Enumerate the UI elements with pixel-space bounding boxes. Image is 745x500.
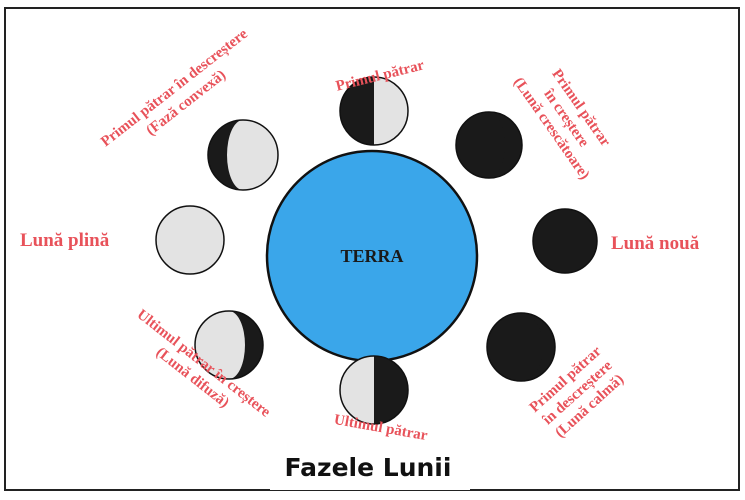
moon-ultimul-patrar-crestere xyxy=(194,310,264,380)
diagram-title: Fazele Lunii xyxy=(285,453,452,482)
moon-primul-patrar-crestere xyxy=(455,111,523,179)
label-luna-plina: Lună plină xyxy=(20,230,110,251)
moon-primul-patrar-descrestere-calma xyxy=(486,312,556,382)
moon-primul-patrar xyxy=(339,76,409,146)
moon-primul-patrar-descrestere-convexa xyxy=(207,119,279,191)
moon-luna-noua xyxy=(532,208,598,274)
moon-ultimul-patrar xyxy=(339,355,409,425)
caption-backdrop xyxy=(270,448,470,490)
earth-label: TERRA xyxy=(340,246,403,266)
label-luna-noua: Lună nouă xyxy=(611,233,700,254)
moon-luna-plina xyxy=(155,205,225,275)
